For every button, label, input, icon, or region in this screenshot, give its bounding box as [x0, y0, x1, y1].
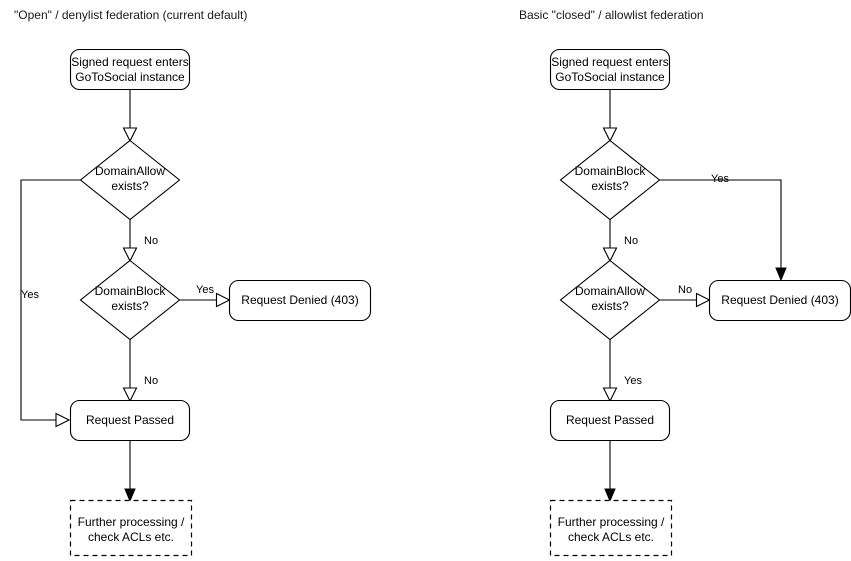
arrowhead-open — [122, 387, 138, 403]
edge-passed-to-further — [124, 440, 136, 503]
request-passed-label: Request Passed — [566, 413, 654, 427]
start-box-line1: Signed request enters — [551, 55, 668, 69]
chart-title-open-denylist: "Open" / denylist federation (current de… — [14, 8, 247, 22]
further-processing-box-shape — [549, 499, 673, 557]
domainallow-line1: DomainAllow — [575, 284, 645, 298]
edge-start-to-domainblock — [602, 89, 618, 143]
arrowhead-open — [122, 247, 138, 263]
domainblock-line1: DomainBlock — [95, 284, 167, 298]
domainblock-line1: DomainBlock — [575, 164, 647, 178]
arrowhead-open — [602, 127, 618, 143]
node-decision-domainblock-right: DomainBlock exists? — [559, 139, 661, 221]
edge-label-domainblock-no: No — [624, 235, 638, 247]
node-request-passed-left: Request Passed — [69, 399, 191, 442]
request-denied-label: Request Denied (403) — [721, 293, 838, 307]
further-processing-line2: check ACLs etc. — [568, 530, 654, 544]
node-decision-domainallow-left: DomainAllow exists? — [79, 139, 181, 221]
further-processing-line2: check ACLs etc. — [88, 530, 174, 544]
node-decision-domainallow-right: DomainAllow exists? — [559, 259, 661, 341]
arrowhead-open — [602, 247, 618, 263]
node-request-denied-left: Request Denied (403) — [228, 279, 372, 322]
further-processing-line1: Further processing / — [78, 515, 185, 529]
arrowhead-open — [122, 127, 138, 143]
edge-label-domainallow-no: No — [678, 284, 692, 296]
edge-label-domainblock-yes: Yes — [196, 284, 214, 296]
edge-domainblock-yes-right: Yes — [659, 173, 787, 282]
edge-domainallow-no: No — [122, 219, 158, 263]
chart-open-denylist: "Open" / denylist federation (current de… — [14, 8, 372, 557]
edge-label-domainblock-no: No — [144, 375, 158, 387]
request-passed-label: Request Passed — [86, 413, 174, 427]
further-processing-box-shape — [69, 499, 193, 557]
edge-domainblock-no-right: No — [602, 219, 638, 263]
edge-label-domainblock-yes: Yes — [711, 173, 729, 185]
edge-start-to-domainallow — [122, 89, 138, 143]
domainblock-line2: exists? — [591, 179, 629, 193]
domainallow-line1: DomainAllow — [95, 164, 165, 178]
chart-closed-allowlist: Basic "closed" / allowlist federation Si… — [519, 8, 851, 557]
edge-domainallow-yes-right: Yes — [602, 339, 642, 403]
domainallow-line2: exists? — [111, 179, 149, 193]
node-further-processing-left: Further processing / check ACLs etc. — [69, 499, 193, 557]
request-denied-label: Request Denied (403) — [241, 293, 358, 307]
further-processing-line1: Further processing / — [558, 515, 665, 529]
node-request-passed-right: Request Passed — [549, 399, 671, 442]
start-box-line2: GoToSocial instance — [75, 70, 185, 84]
edge-domainblock-yes: Yes — [179, 284, 231, 308]
arrowhead-open — [55, 412, 71, 428]
edge-label-domainallow-yes: Yes — [624, 375, 642, 387]
node-start-left: Signed request enters GoToSocial instanc… — [69, 48, 191, 91]
arrowhead-filled — [604, 488, 616, 503]
arrowhead-open — [602, 387, 618, 403]
node-request-denied-right: Request Denied (403) — [708, 279, 851, 322]
arrowhead-filled — [124, 488, 136, 503]
arrowhead-open — [215, 292, 231, 308]
node-start-right: Signed request enters GoToSocial instanc… — [549, 48, 671, 91]
arrowhead-filled — [775, 267, 787, 282]
edge-label-domainallow-no: No — [144, 235, 158, 247]
edge-domainblock-no: No — [122, 339, 158, 403]
node-decision-domainblock-left: DomainBlock exists? — [79, 259, 181, 341]
request-denied-box-shape — [228, 279, 372, 322]
node-further-processing-right: Further processing / check ACLs etc. — [549, 499, 673, 557]
start-box-line2: GoToSocial instance — [555, 70, 665, 84]
edge-domainallow-no-right: No — [659, 284, 711, 308]
domainblock-line2: exists? — [111, 299, 149, 313]
domainallow-line2: exists? — [591, 299, 629, 313]
edge-passed-to-further-right — [604, 440, 616, 503]
start-box-line1: Signed request enters — [71, 55, 188, 69]
chart-title-closed-allowlist: Basic "closed" / allowlist federation — [519, 8, 704, 22]
arrowhead-open — [695, 292, 711, 308]
edge-label-domainallow-yes: Yes — [21, 289, 39, 301]
edge-domainallow-yes: Yes — [20, 179, 81, 428]
